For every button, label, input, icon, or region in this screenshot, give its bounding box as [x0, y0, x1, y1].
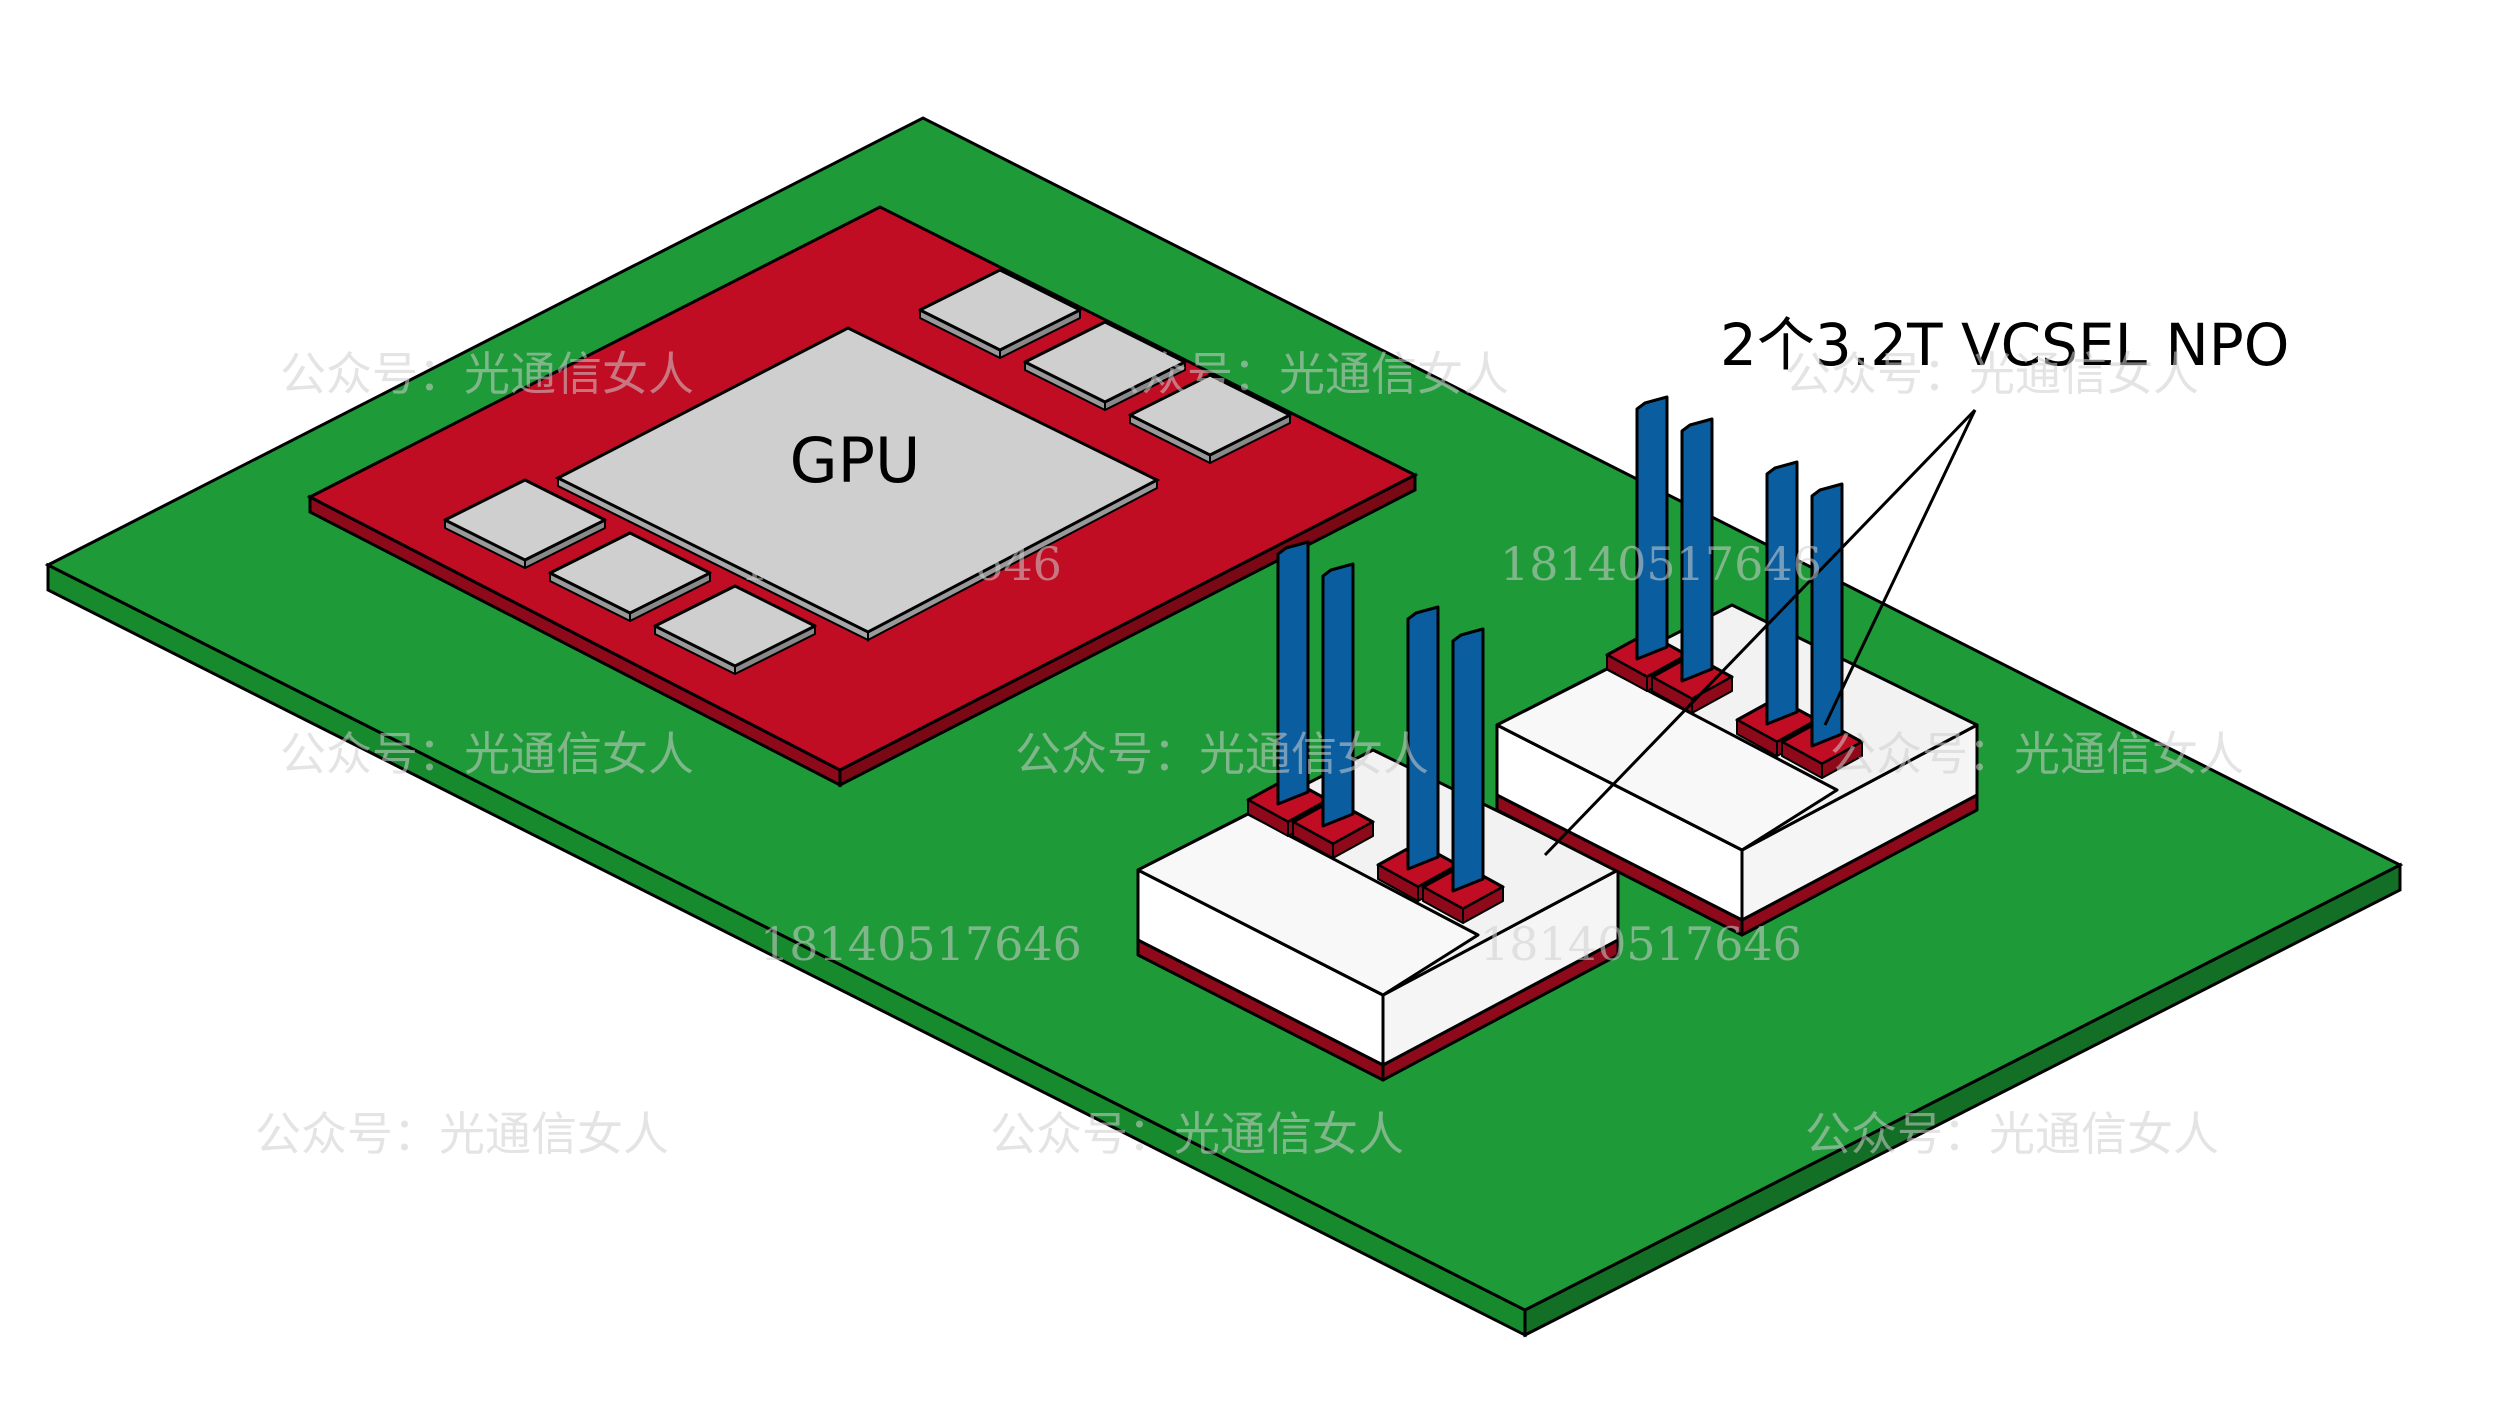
- watermark-account: 公众号：光通信女人: [990, 1107, 1404, 1161]
- optical-fiber: [1276, 540, 1310, 806]
- hbm-stack: [918, 268, 1082, 352]
- watermark-account: 公众号：光通信女人: [255, 1107, 669, 1161]
- fiber-ferrule-side: [1462, 886, 1504, 924]
- hbm-stack: [548, 531, 712, 615]
- hbm-stack: [653, 584, 817, 668]
- optical-fiber: [1451, 627, 1485, 893]
- npo-modules: [1136, 395, 1979, 1082]
- watermark-account: 公众号：光通信女人: [1805, 1107, 2219, 1161]
- hbm-stack: [1128, 373, 1292, 457]
- npo-lid: [1136, 812, 1480, 997]
- watermarks: 公众号：光通信女人 公众号：光通信女人 公众号：光通信女人 公众号：光通信女人 …: [255, 347, 2244, 1161]
- watermark-account: 公众号：光通信女人: [280, 727, 694, 781]
- watermark-phone: 18140517646: [760, 917, 1082, 971]
- optical-fiber: [1406, 605, 1440, 871]
- optical-fiber: [1765, 460, 1799, 726]
- optical-fiber: [1680, 417, 1714, 683]
- hbm-stack: [443, 478, 607, 562]
- npo-lid: [1495, 667, 1839, 852]
- watermark-account: 公众号：光通信女人: [1830, 727, 2244, 781]
- watermark-account: 公众号：光通信女人: [280, 347, 694, 401]
- gpu-label: GPU: [790, 424, 921, 497]
- watermark-account: 公众号：光通信女人: [1015, 727, 1429, 781]
- optical-fiber: [1321, 562, 1355, 828]
- watermark-phone: 18140517646: [740, 537, 1062, 591]
- hbm-stack: [1023, 320, 1187, 404]
- npo-module: [1495, 395, 1979, 937]
- optical-fiber: [1635, 395, 1669, 661]
- npo-callout-label: 2个3.2T VCSEL NPO: [1720, 311, 2289, 379]
- fiber-ferrule-side: [1332, 821, 1374, 859]
- watermark-phone: 18140517646: [1500, 537, 1822, 591]
- gpu-die: [554, 326, 1161, 642]
- optical-fiber: [1810, 482, 1844, 748]
- hbm-stacks: [443, 268, 1292, 675]
- watermark-account: 公众号：光通信女人: [1785, 347, 2199, 401]
- npo-callout-leaders: [1543, 408, 1977, 857]
- callout-leader-1: [1543, 408, 1977, 857]
- fiber-ferrule-side: [1691, 676, 1733, 714]
- callout-leader-2: [1823, 409, 1977, 726]
- watermark-account: 公众号：光通信女人: [1095, 347, 1509, 401]
- gpu-die-top: [554, 326, 1161, 634]
- watermark-phone: 18140517646: [1480, 917, 1802, 971]
- fiber-ferrule-side: [1821, 741, 1863, 779]
